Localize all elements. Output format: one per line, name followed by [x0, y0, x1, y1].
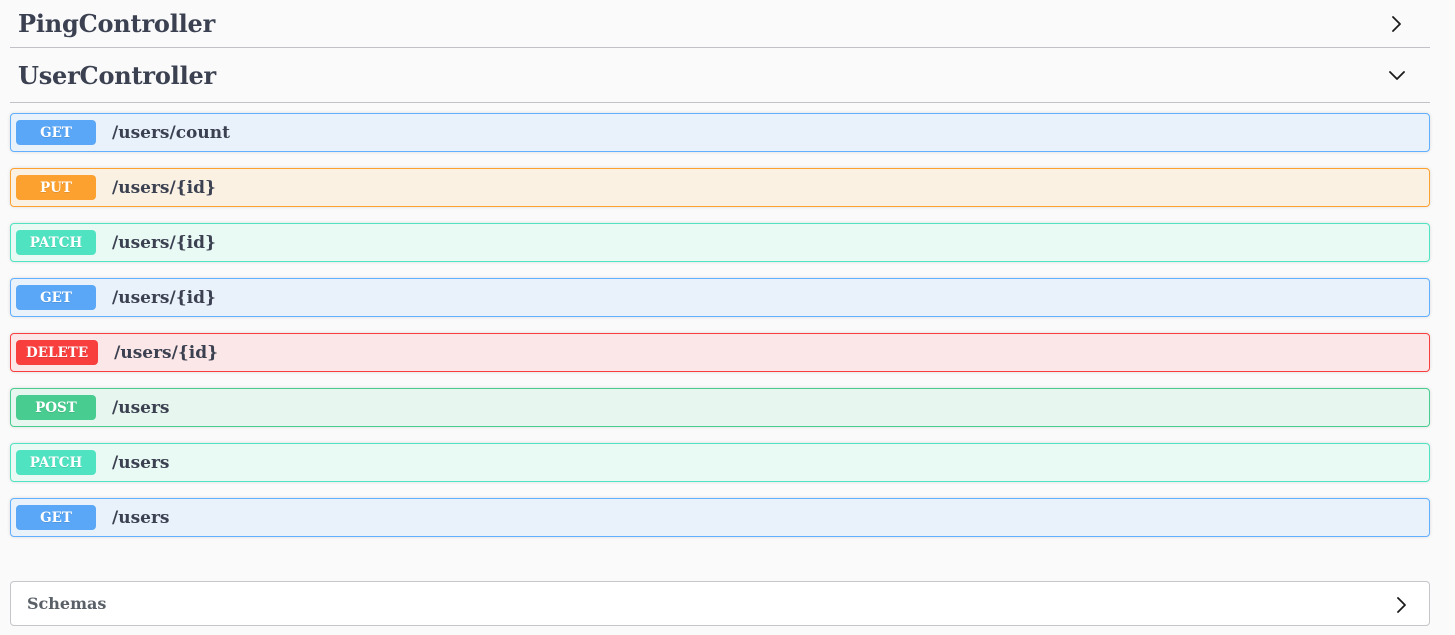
operation-path: /users/count — [112, 122, 230, 143]
operation-row-get-0[interactable]: GET /users/count — [10, 113, 1430, 152]
http-method-badge: POST — [16, 395, 96, 420]
http-method-badge: PATCH — [16, 230, 96, 255]
http-method-badge: GET — [16, 120, 96, 145]
section-title: PingController — [18, 9, 216, 38]
operation-path: /users — [112, 452, 170, 473]
section-title: UserController — [18, 60, 217, 90]
operation-path: /users/{id} — [112, 287, 216, 308]
http-method-badge: DELETE — [16, 340, 99, 365]
http-method-badge: GET — [16, 285, 96, 310]
operation-path: /users — [112, 397, 170, 418]
section-header-schemas[interactable]: Schemas — [10, 581, 1430, 626]
operation-row-delete-4[interactable]: DELETE /users/{id} — [10, 333, 1430, 372]
chevron-right-icon[interactable] — [1391, 594, 1411, 614]
schemas-title: Schemas — [27, 594, 107, 613]
section-header-pingcontroller[interactable]: PingController — [10, 0, 1430, 48]
http-method-badge: PATCH — [16, 450, 96, 475]
operation-path: /users/{id} — [112, 232, 216, 253]
chevron-right-icon[interactable] — [1386, 14, 1406, 34]
api-doc-page: PingController UserController GET /users… — [10, 0, 1430, 626]
operation-row-patch-2[interactable]: PATCH /users/{id} — [10, 223, 1430, 262]
operation-path: /users/{id} — [112, 177, 216, 198]
operation-path: /users/{id} — [114, 342, 219, 363]
http-method-badge: GET — [16, 505, 96, 530]
operations-list: GET /users/count PUT /users/{id} PATCH /… — [10, 103, 1430, 537]
operation-row-patch-6[interactable]: PATCH /users — [10, 443, 1430, 482]
operation-row-post-5[interactable]: POST /users — [10, 388, 1430, 427]
http-method-badge: PUT — [16, 175, 96, 200]
operation-row-get-7[interactable]: GET /users — [10, 498, 1430, 537]
operation-row-put-1[interactable]: PUT /users/{id} — [10, 168, 1430, 207]
operation-path: /users — [112, 507, 170, 528]
section-header-usercontroller[interactable]: UserController — [10, 48, 1430, 103]
chevron-down-icon[interactable] — [1386, 65, 1406, 85]
operation-row-get-3[interactable]: GET /users/{id} — [10, 278, 1430, 317]
